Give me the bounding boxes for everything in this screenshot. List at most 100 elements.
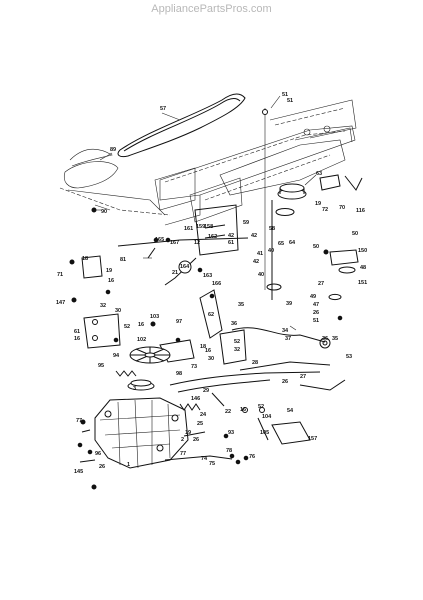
callout: 24	[200, 412, 207, 418]
callout: 165	[155, 237, 164, 243]
callout: 146	[191, 396, 200, 402]
callout: 30	[208, 356, 214, 362]
callout: 102	[137, 337, 146, 343]
callout: 71	[57, 272, 63, 278]
callout: 54	[287, 408, 294, 414]
callout: 61	[228, 240, 234, 246]
callout: 63	[316, 171, 322, 177]
callout-labels: 57 51 51 89 90 63 19 72 70 116 59 42 61 …	[56, 92, 367, 475]
engine-pulley-assembly	[262, 108, 307, 300]
brackets-left	[81, 204, 247, 365]
callout: 97	[176, 319, 182, 325]
callout: 18	[82, 256, 88, 262]
callout: 40	[268, 248, 274, 254]
callout: 62	[208, 312, 214, 318]
callout: 166	[212, 281, 221, 287]
callout: 16	[108, 278, 114, 284]
callout: 89	[110, 147, 116, 153]
callout: 147	[56, 300, 65, 306]
callout: 64	[289, 240, 296, 246]
callout: 103	[150, 314, 159, 320]
callout: 16	[138, 322, 144, 328]
callout: 35	[238, 302, 244, 308]
site-watermark: AppliancePartsPros.com	[151, 3, 272, 15]
callout: 70	[339, 205, 345, 211]
callout: 26	[282, 379, 288, 385]
callout: 90	[101, 209, 107, 215]
idler-bracket	[319, 174, 363, 349]
callout: 159	[196, 224, 205, 230]
callout: 26	[193, 437, 199, 443]
callout: 48	[360, 265, 366, 271]
transaxle	[79, 397, 233, 469]
callout: 30	[115, 308, 121, 314]
callout: 151	[358, 280, 367, 286]
callout: 78	[226, 448, 232, 454]
callout: 163	[203, 273, 212, 279]
callout: 50	[313, 244, 319, 250]
callout: 42	[251, 233, 257, 239]
callout: 116	[356, 208, 365, 214]
callout: 22	[225, 409, 231, 415]
callout: 96	[95, 451, 101, 457]
callout: 41	[257, 251, 263, 257]
callout: 72	[322, 207, 328, 213]
callout: 52	[234, 339, 240, 345]
callout: 19	[315, 201, 321, 207]
callout: 3	[133, 386, 136, 392]
callout: 98	[176, 371, 182, 377]
callout: 40	[258, 272, 264, 278]
callout: 59	[243, 220, 249, 226]
callout: 74	[201, 456, 208, 462]
callout: 34	[282, 328, 289, 334]
callout: 105	[260, 430, 269, 436]
callout: 77	[180, 451, 186, 457]
callout: 76	[249, 454, 255, 460]
callout: 21	[172, 270, 178, 276]
callout: 27	[318, 281, 324, 287]
callout: 49	[310, 294, 316, 300]
callout: 16	[205, 348, 211, 354]
callout: 12	[194, 240, 200, 246]
linkage-rods	[117, 237, 346, 407]
callout: 53	[346, 354, 352, 360]
callout: 51	[282, 92, 288, 98]
callout: 19	[106, 268, 112, 274]
callout: 94	[113, 353, 120, 359]
callout: 164	[180, 264, 190, 270]
leader-lines	[96, 95, 317, 331]
callout: 95	[98, 363, 104, 369]
callout: 150	[358, 248, 367, 254]
callout: 39	[286, 301, 292, 307]
drive-belt	[117, 93, 246, 158]
callout: 37	[285, 336, 291, 342]
drive-pulley	[115, 346, 201, 411]
callout: 47	[313, 302, 319, 308]
callout: 50	[352, 231, 358, 237]
callout: 161	[184, 226, 193, 232]
callout: 16	[240, 407, 246, 413]
callout: 52	[258, 404, 264, 410]
callout: 27	[300, 374, 306, 380]
callout: 81	[120, 257, 126, 263]
callout: 26	[313, 310, 319, 316]
callout: 162	[208, 234, 217, 240]
callout: 32	[234, 347, 240, 353]
callout: 158	[204, 224, 213, 230]
callout: 73	[191, 364, 197, 370]
callout: 93	[228, 430, 234, 436]
callout: 25	[197, 421, 203, 427]
callout: 51	[287, 98, 293, 104]
callout: 1	[127, 462, 130, 468]
mower-frame	[154, 99, 357, 226]
callout: 157	[308, 436, 317, 442]
callout: 28	[252, 360, 258, 366]
callout: 51	[313, 318, 319, 324]
callout: 19	[185, 430, 191, 436]
callout: 77	[76, 418, 82, 424]
callout: 57	[160, 106, 166, 112]
brake-bracket	[242, 407, 311, 445]
callout: 42	[253, 259, 259, 265]
hardware-fasteners	[69, 207, 343, 490]
